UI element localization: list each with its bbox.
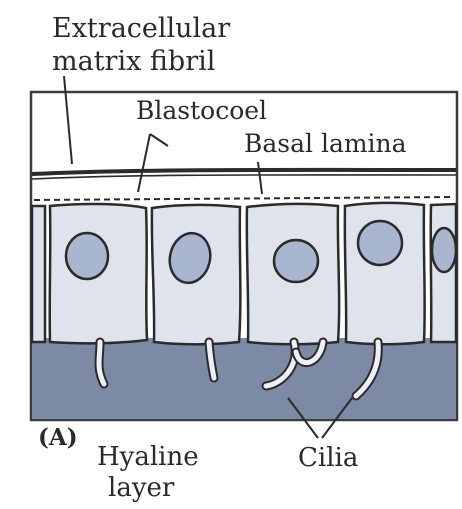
label-layer: layer [108,475,174,501]
nucleus [66,233,108,279]
label-matrix-fibril: matrix fibril [52,48,215,75]
epithelial-cell [32,206,45,342]
label-basal-lamina: Basal lamina [244,131,407,156]
cilium [99,342,104,384]
label-cilia: Cilia [298,445,358,471]
label-hyaline: Hyaline [97,444,199,470]
cilium [209,342,214,378]
panel-label: (A) [38,426,78,449]
nucleus [274,240,318,282]
label-blastocoel: Blastocoel [136,98,267,123]
nucleus [432,228,456,272]
nucleus [358,221,402,265]
label-extracellular: Extracellular [52,15,230,42]
